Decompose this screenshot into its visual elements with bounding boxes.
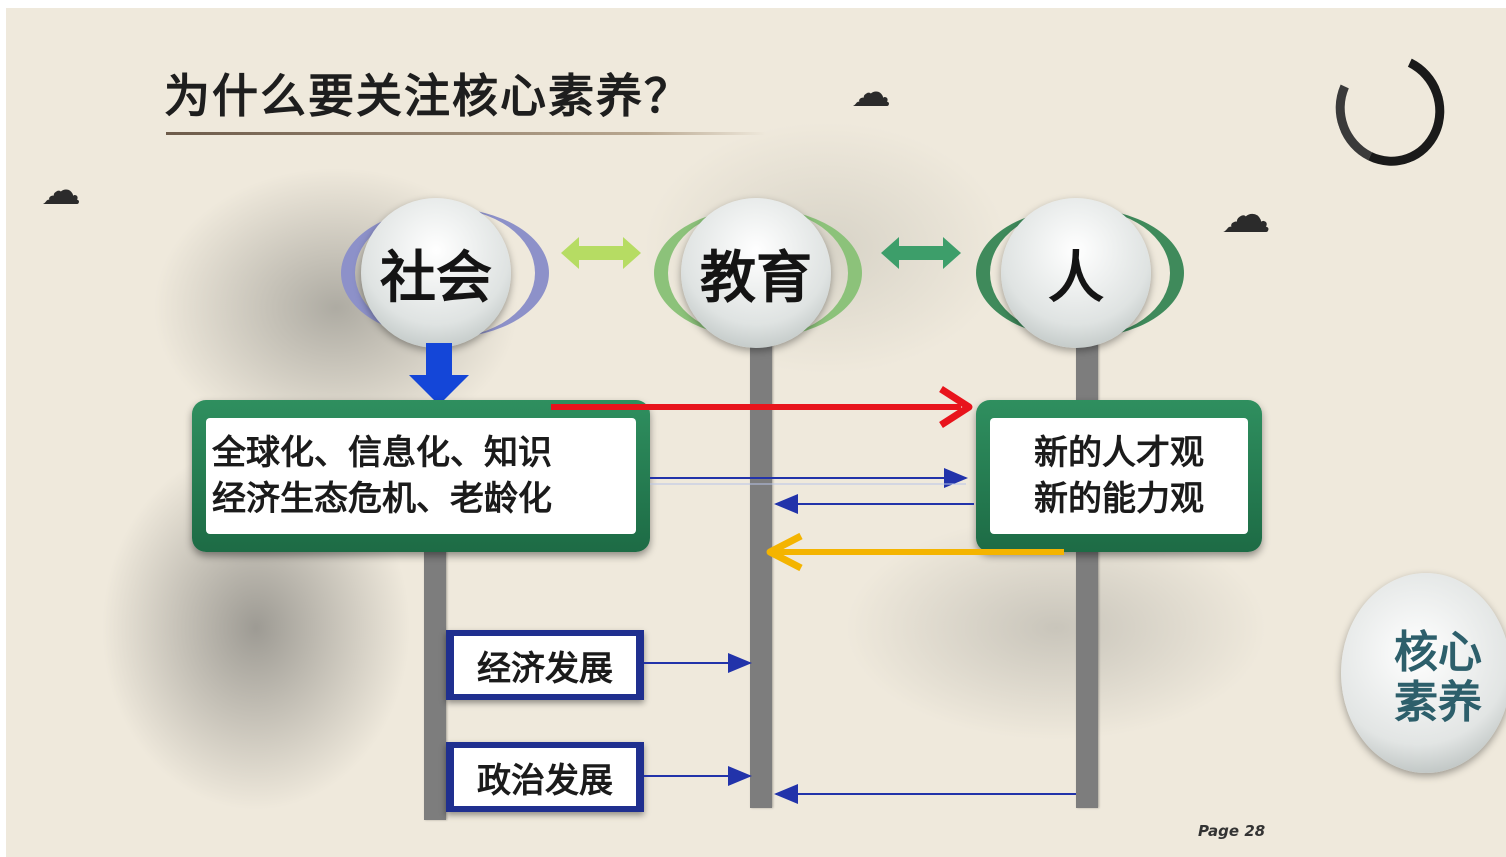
- politics-box: 政治发展: [446, 742, 644, 812]
- core-literacy-line1: 核心: [1394, 627, 1482, 678]
- connector-arrows: [551, 386, 1076, 804]
- person-node: 人: [1001, 198, 1151, 348]
- core-literacy-text: 核心 素养: [1394, 628, 1482, 728]
- double-arrow-icon: [561, 237, 641, 269]
- economy-label: 经济发展: [454, 636, 636, 694]
- down-arrow-icon: [409, 343, 469, 405]
- person-view-line1: 新的人才观: [1034, 433, 1204, 473]
- person-label: 人: [1048, 245, 1104, 311]
- cloud-icon: ☁: [851, 70, 891, 116]
- core-literacy-line2: 素养: [1394, 677, 1482, 728]
- society-lifeline: [424, 538, 446, 820]
- economy-box: 经济发展: [446, 630, 644, 700]
- person-view-box: 新的人才观 新的能力观: [976, 400, 1262, 552]
- society-node: 社会: [361, 198, 511, 348]
- double-arrow-icon: [881, 237, 961, 269]
- page-number: Page 28: [1198, 822, 1265, 840]
- page-number-value: 28: [1244, 822, 1266, 840]
- person-view-content: 新的人才观 新的能力观: [990, 418, 1248, 534]
- core-literacy-badge: [1341, 573, 1506, 773]
- society-factors-line2: 经济生态危机、老龄化: [212, 479, 552, 519]
- slide-title: 为什么要关注核心素养？: [164, 60, 692, 126]
- society-factors-content: 全球化、信息化、知识 经济生态危机、老龄化: [206, 418, 636, 534]
- society-factors-box: 全球化、信息化、知识 经济生态危机、老龄化: [192, 400, 650, 552]
- education-node: 教育: [681, 198, 831, 348]
- red-arrow: [551, 386, 973, 428]
- page-label-text: Page: [1198, 822, 1240, 840]
- yellow-arrow: [766, 532, 1064, 572]
- politics-label: 政治发展: [454, 748, 636, 806]
- society-factors-line1: 全球化、信息化、知识: [212, 433, 552, 473]
- education-label: 教育: [700, 245, 812, 311]
- title-underline: [166, 132, 766, 135]
- society-label: 社会: [380, 245, 492, 311]
- person-view-line2: 新的能力观: [1034, 479, 1204, 519]
- slide-title-text: 为什么要关注核心素养？: [164, 69, 692, 123]
- cloud-icon: ☁: [41, 168, 81, 214]
- cloud-icon: ☁: [1221, 186, 1271, 244]
- slide-canvas: 为什么要关注核心素养？ ☁ ☁ ☁ 社会 教育 人 全球化、信息化、知识 经济生…: [6, 8, 1506, 857]
- education-lifeline: [750, 338, 772, 808]
